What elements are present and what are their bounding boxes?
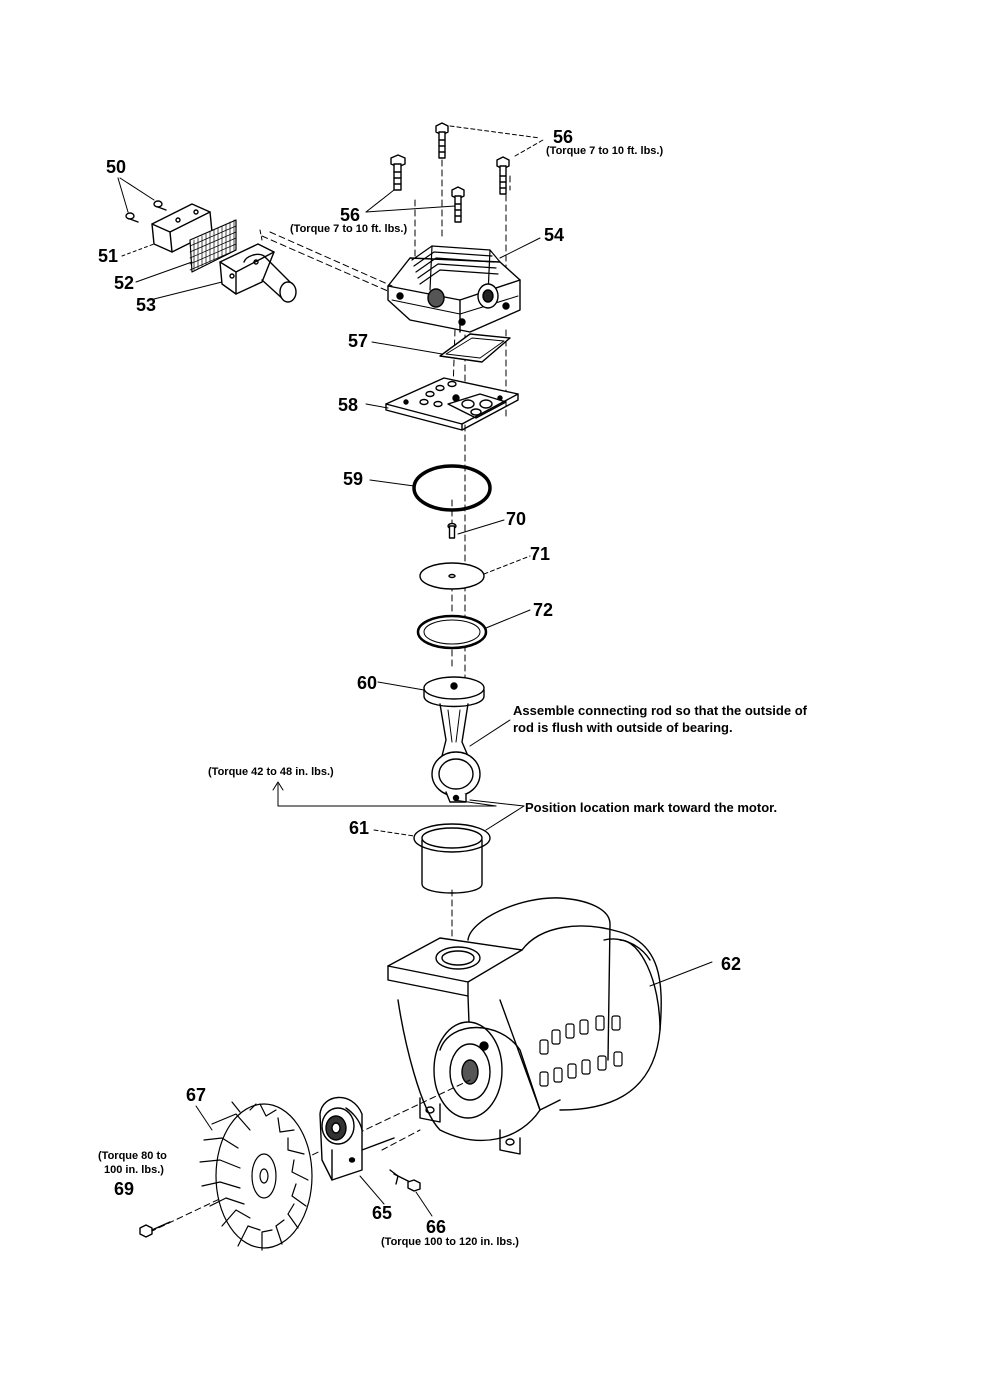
cylinder-head-54 bbox=[387, 245, 521, 333]
callout-70: 70 bbox=[506, 509, 527, 529]
muffler-body-53 bbox=[219, 243, 297, 303]
gasket-57 bbox=[439, 333, 511, 363]
bearing-61 bbox=[413, 823, 491, 894]
callout-60: 60 bbox=[357, 673, 378, 693]
torque-note-66: (Torque 100 to 120 in. lbs.) bbox=[381, 1236, 519, 1248]
callout-50: 50 bbox=[106, 157, 127, 177]
screw-69 bbox=[139, 1221, 171, 1238]
callout-57: 57 bbox=[348, 331, 369, 351]
bearing-block-65 bbox=[319, 1096, 395, 1181]
valve-plate-58 bbox=[385, 377, 519, 431]
callout-72: 72 bbox=[533, 600, 554, 620]
leader-lines-56 bbox=[449, 125, 544, 157]
torque-note-56-top: (Torque 7 to 10 ft. lbs.) bbox=[546, 145, 664, 157]
fan-67 bbox=[199, 1101, 313, 1251]
bolt-56-c bbox=[390, 154, 406, 191]
torque-note-56-left: (Torque 7 to 10 ft. lbs.) bbox=[290, 223, 408, 235]
filter-element-52 bbox=[189, 219, 237, 273]
assembly-note-line1: Assemble connecting rod so that the outs… bbox=[513, 703, 807, 718]
callout-69: 69 bbox=[114, 1179, 135, 1199]
assembly-note-line2: rod is flush with outside of bearing. bbox=[513, 720, 733, 735]
valve-disc-71 bbox=[419, 562, 485, 590]
torque-note-69-line1: (Torque 80 to bbox=[98, 1150, 167, 1162]
position-note: Position location mark toward the motor. bbox=[525, 800, 778, 815]
screw-70 bbox=[447, 522, 457, 539]
motor-crankcase-62 bbox=[387, 897, 662, 1155]
connecting-rod-60 bbox=[423, 676, 485, 803]
callout-56-top: 56 bbox=[553, 127, 574, 147]
cover-plate-51 bbox=[151, 203, 213, 253]
callout-58: 58 bbox=[338, 395, 359, 415]
callout-65: 65 bbox=[372, 1203, 393, 1223]
callout-71: 71 bbox=[530, 544, 551, 564]
o-ring-59 bbox=[412, 464, 492, 512]
callout-62: 62 bbox=[721, 954, 742, 974]
screws-50 bbox=[125, 200, 167, 223]
bolt-56-a bbox=[435, 122, 449, 159]
torque-note-69-line2: 100 in. lbs.) bbox=[104, 1164, 164, 1176]
callout-54: 54 bbox=[544, 225, 565, 245]
callout-67: 67 bbox=[186, 1085, 207, 1105]
ring-72 bbox=[416, 614, 488, 650]
callout-59: 59 bbox=[343, 469, 364, 489]
callout-66: 66 bbox=[426, 1217, 447, 1237]
callout-51: 51 bbox=[98, 246, 119, 266]
callout-56-left: 56 bbox=[340, 205, 361, 225]
torque-arrow bbox=[272, 781, 525, 807]
bolt-56-d bbox=[451, 186, 465, 223]
torque-note-rod: (Torque 42 to 48 in. lbs.) bbox=[208, 766, 334, 778]
callout-53: 53 bbox=[136, 295, 157, 315]
callout-61: 61 bbox=[349, 818, 370, 838]
callout-52: 52 bbox=[114, 273, 135, 293]
screw-66 bbox=[389, 1169, 421, 1192]
bolt-56-b bbox=[496, 156, 510, 195]
